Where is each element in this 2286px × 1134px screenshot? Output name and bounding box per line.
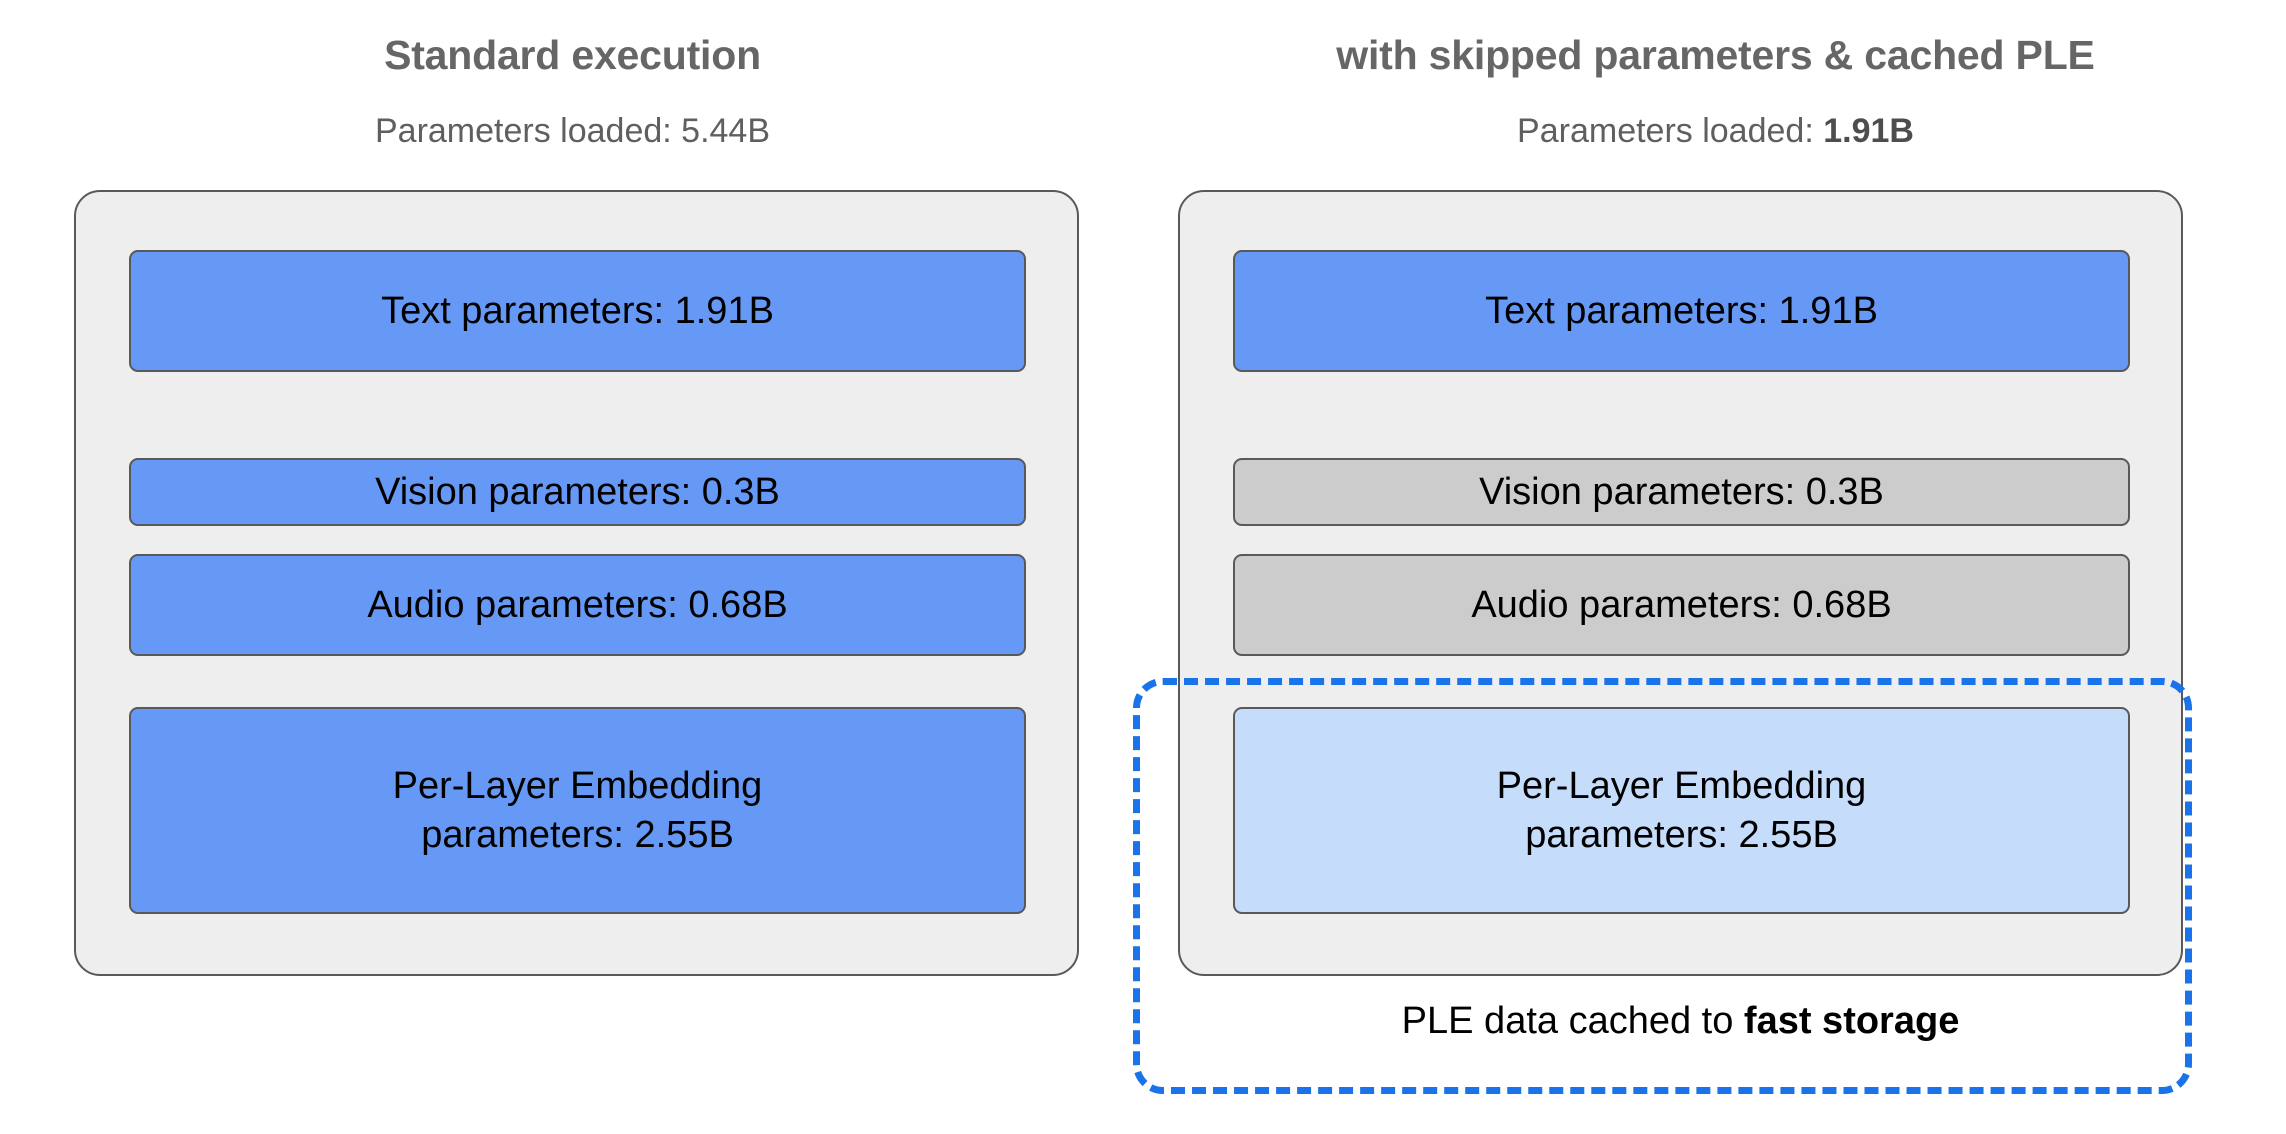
column-cached-subtitle: Parameters loaded: 1.91B bbox=[1145, 112, 2286, 151]
cache-caption-prefix: PLE data cached to bbox=[1401, 1000, 1744, 1042]
standard-parameter-panel: Text parameters: 1.91B Vision parameters… bbox=[74, 190, 1079, 976]
param-box-per-layer-embedding-cached[interactable]: Per-Layer Embedding parameters: 2.55B bbox=[1233, 707, 2130, 914]
column-standard-subtitle: Parameters loaded: 5.44B bbox=[0, 112, 1145, 151]
column-standard-subtitle-prefix: Parameters loaded: bbox=[374, 112, 682, 150]
param-box-per-layer-embedding[interactable]: Per-Layer Embedding parameters: 2.55B bbox=[129, 707, 1026, 914]
column-standard-execution: Standard execution Parameters loaded: 5.… bbox=[0, 32, 1145, 976]
cached-parameter-panel: Text parameters: 1.91B Vision parameters… bbox=[1178, 190, 2183, 976]
cache-caption: PLE data cached to fast storage bbox=[1178, 1000, 2183, 1043]
column-standard-title: Standard execution bbox=[384, 32, 761, 78]
param-box-audio-skipped[interactable]: Audio parameters: 0.68B bbox=[1233, 554, 2130, 656]
column-cached-title: with skipped parameters & cached PLE bbox=[1336, 32, 2095, 78]
column-cached-subtitle-value: 1.91B bbox=[1823, 112, 1914, 150]
cache-caption-emphasis: fast storage bbox=[1743, 1000, 1960, 1042]
column-standard-subtitle-value: 5.44B bbox=[681, 112, 771, 150]
param-box-vision-skipped[interactable]: Vision parameters: 0.3B bbox=[1233, 458, 2130, 526]
param-box-vision[interactable]: Vision parameters: 0.3B bbox=[129, 458, 1026, 526]
param-box-audio[interactable]: Audio parameters: 0.68B bbox=[129, 554, 1026, 656]
param-box-text-cached[interactable]: Text parameters: 1.91B bbox=[1233, 250, 2130, 372]
column-cached-ple: with skipped parameters & cached PLE Par… bbox=[1145, 0, 2286, 1134]
column-cached-subtitle-prefix: Parameters loaded: bbox=[1517, 112, 1824, 150]
param-box-text[interactable]: Text parameters: 1.91B bbox=[129, 250, 1026, 372]
